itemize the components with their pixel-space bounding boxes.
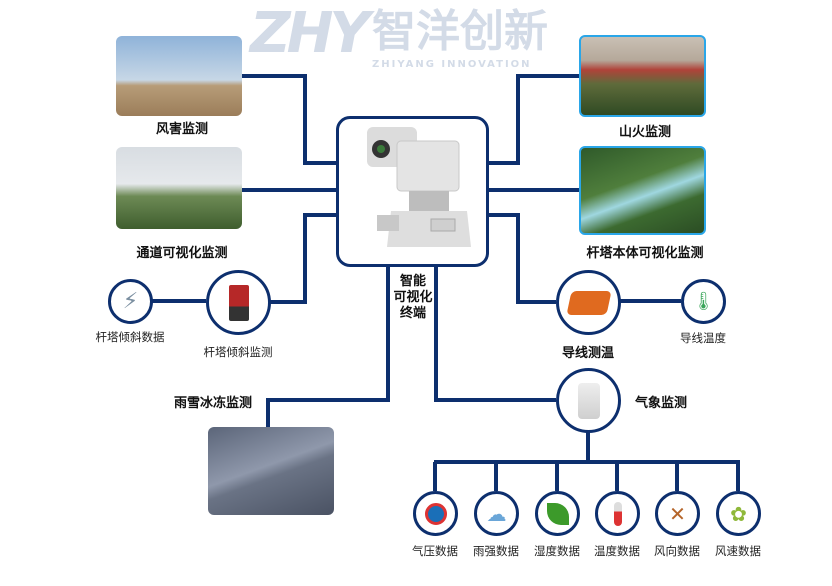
weather-item-rain: ☁ xyxy=(474,491,519,536)
weather-item-label: 湿度数据 xyxy=(534,544,580,558)
gauge-icon xyxy=(424,502,447,525)
pinwheel-icon: ✿ xyxy=(730,501,747,526)
fire-monitor-photo xyxy=(579,35,706,117)
fire-monitor-label: 山火监测 xyxy=(618,125,672,140)
weather-item-label: 风速数据 xyxy=(715,544,761,558)
weather-item-wind-speed: ✿ xyxy=(716,491,761,536)
thermometer-icon: 🌡 xyxy=(692,291,715,312)
weather-station-node xyxy=(556,368,621,433)
tower-tilt-data-node: ⚡ xyxy=(108,279,153,324)
weather-item-wind-direction: ✕ xyxy=(655,491,700,536)
weather-item-pressure xyxy=(413,491,458,536)
ice-monitor-photo xyxy=(208,427,334,515)
weather-item-label: 风向数据 xyxy=(654,544,700,558)
weather-monitor-label: 气象监测 xyxy=(634,396,688,411)
channel-monitor-photo xyxy=(116,147,242,229)
conductor-temp-monitor-label: 导线测温 xyxy=(561,346,615,361)
weather-item-humidity xyxy=(535,491,580,536)
wind-monitor-label: 风害监测 xyxy=(155,122,209,137)
terminal-label-line: 可视化 xyxy=(393,290,433,305)
conductor-temp-sensor-node xyxy=(556,270,621,335)
tower-tilt-monitor-label: 杆塔倾斜监测 xyxy=(203,345,273,359)
power-tower-icon: ⚡ xyxy=(122,289,139,314)
watermark-logo: ZHY xyxy=(250,1,370,66)
conductor-temp-node: 🌡 xyxy=(681,279,726,324)
weather-station-icon xyxy=(577,382,600,419)
conductor-temp-label: 导线温度 xyxy=(680,331,726,345)
ice-monitor-label: 雨雪冰冻监测 xyxy=(173,396,253,411)
smart-terminal-label: 智能 可视化 终端 xyxy=(391,274,435,322)
ptz-camera-icon xyxy=(367,127,471,247)
leaf-icon xyxy=(546,502,569,525)
watermark-name: 智洋创新 xyxy=(372,6,548,57)
tower-body-label: 杆塔本体可视化监测 xyxy=(586,246,704,261)
rain-cloud-icon: ☁ xyxy=(486,501,507,526)
weather-item-label: 雨强数据 xyxy=(473,544,519,558)
tilt-sensor-icon xyxy=(228,284,249,321)
weather-item-temperature xyxy=(595,491,640,536)
weather-item-label: 气压数据 xyxy=(412,544,458,558)
tower-tilt-sensor-node xyxy=(206,270,271,335)
windmill-icon: ✕ xyxy=(669,501,686,526)
temp-sensor-icon xyxy=(565,290,612,315)
channel-monitor-label: 通道可视化监测 xyxy=(136,246,228,261)
tower-body-photo xyxy=(579,146,706,235)
terminal-label-line: 智能 xyxy=(399,274,426,289)
smart-terminal-box xyxy=(336,116,489,267)
watermark-sub: ZHIYANG INNOVATION xyxy=(372,59,532,70)
thermometer-icon xyxy=(613,501,622,526)
tower-tilt-data-label: 杆塔倾斜数据 xyxy=(95,330,165,344)
weather-item-label: 温度数据 xyxy=(594,544,640,558)
terminal-label-line: 终端 xyxy=(399,306,426,321)
wind-monitor-photo xyxy=(116,36,242,116)
